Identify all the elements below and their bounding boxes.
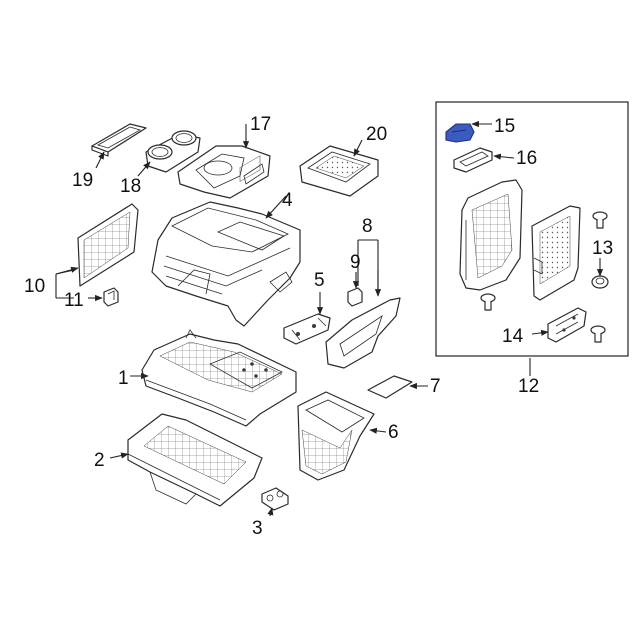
part-2-lower-tray bbox=[127, 413, 263, 507]
callout-19: 19 bbox=[72, 170, 93, 191]
callout-18: 18 bbox=[120, 176, 141, 197]
callout-20: 20 bbox=[366, 124, 387, 145]
callout-1: 1 bbox=[118, 368, 129, 389]
part-9-clip bbox=[347, 287, 363, 307]
assembly-12-box bbox=[435, 101, 629, 357]
part-19-tray bbox=[91, 123, 147, 157]
part-6-storage-bin bbox=[297, 391, 375, 481]
callout-9: 9 bbox=[350, 252, 361, 273]
part-10-side-panel bbox=[77, 203, 139, 287]
screw-left bbox=[480, 293, 496, 311]
leader-lines bbox=[55, 120, 604, 517]
callout-6: 6 bbox=[388, 422, 399, 443]
callout-11: 11 bbox=[64, 290, 84, 311]
screw-lower bbox=[590, 325, 606, 343]
callout-4: 4 bbox=[282, 190, 293, 211]
callout-15: 15 bbox=[494, 116, 515, 137]
part-12-inner-plate bbox=[531, 205, 581, 301]
part-7-pad bbox=[367, 375, 413, 399]
part-1-console-body bbox=[141, 329, 297, 427]
callout-13: 13 bbox=[592, 238, 613, 259]
callout-12: 12 bbox=[518, 376, 539, 397]
part-16-latch-housing bbox=[453, 147, 493, 173]
callout-7: 7 bbox=[430, 376, 441, 397]
part-13-bumper bbox=[591, 275, 609, 289]
part-18-cup-holder bbox=[145, 130, 201, 173]
callout-8: 8 bbox=[362, 216, 373, 237]
part-12-lid-shell bbox=[459, 179, 523, 291]
callout-5: 5 bbox=[314, 270, 325, 291]
part-17-top-bezel bbox=[177, 145, 271, 199]
part-20-bin-liner bbox=[299, 145, 379, 197]
part-15-latch bbox=[445, 123, 475, 143]
part-8-trim-panel bbox=[325, 297, 401, 369]
callout-labels: 19 18 17 20 4 10 11 5 8 9 1 2 3 7 6 15 1… bbox=[24, 114, 613, 539]
callout-2: 2 bbox=[94, 450, 105, 471]
part-14-hinge bbox=[547, 307, 587, 343]
callout-17: 17 bbox=[250, 114, 271, 135]
callout-16: 16 bbox=[516, 148, 537, 169]
part-4-console-housing bbox=[151, 201, 301, 327]
callout-14: 14 bbox=[502, 326, 524, 347]
part-11-clip bbox=[103, 287, 119, 307]
callout-3: 3 bbox=[252, 518, 263, 539]
part-5-bracket bbox=[283, 313, 331, 345]
part-3-plate bbox=[261, 487, 289, 511]
screw-upper bbox=[592, 211, 608, 229]
callout-10: 10 bbox=[24, 276, 45, 297]
